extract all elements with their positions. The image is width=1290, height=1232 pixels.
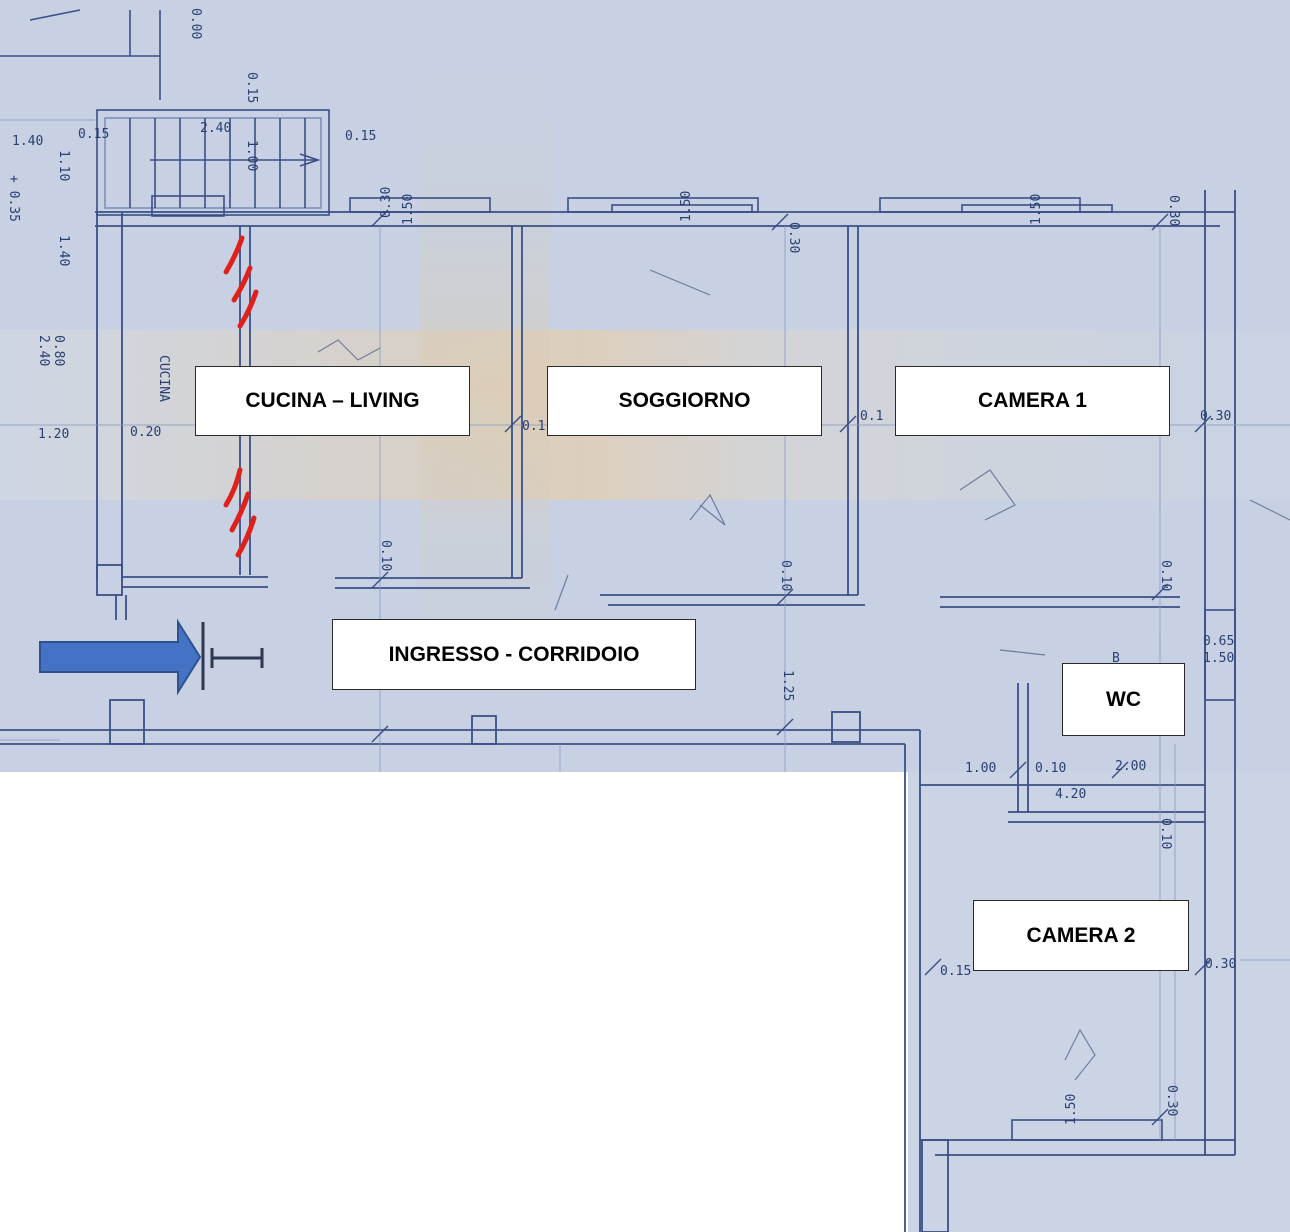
- dim-label: 4.20: [1055, 787, 1086, 802]
- pencil-scribbles: [317, 269, 1290, 1081]
- dimension-labels: 1.40 0.15 2.40 0.15 1.20 0.20 0.1 0.1 0.…: [12, 121, 1236, 979]
- dim-label: 1.00: [965, 761, 996, 776]
- door-symbol-icon: [201, 622, 264, 690]
- dim-label: 1.50: [1064, 1094, 1079, 1125]
- room-label-wc: WC: [1062, 663, 1185, 736]
- staircase: [0, 9, 330, 217]
- dim-label: 0.15: [940, 964, 971, 979]
- dim-label: 0.30: [379, 187, 394, 218]
- dim-label: 0.1: [522, 419, 545, 434]
- dim-label: 0.15: [78, 127, 109, 142]
- dim-label: 0.30: [1200, 409, 1231, 424]
- dim-label: 2.00: [1115, 759, 1146, 774]
- windows: [349, 197, 1236, 1141]
- dimension-ticks: [231, 209, 1212, 1126]
- dim-label: 2.40: [36, 335, 51, 366]
- dimension-labels-vertical: 1.10 1.00 0.15 1.40 0.30 1.50 1.50 0.30 …: [6, 8, 1181, 1125]
- room-label-camera-1: CAMERA 1: [895, 366, 1170, 436]
- dim-label: 1.10: [56, 150, 71, 181]
- room-label-cucina-living: CUCINA – LIVING: [195, 366, 470, 436]
- cucina-handwritten: CUCINA: [156, 355, 171, 402]
- dim-label: 0.10: [378, 540, 393, 571]
- dim-label: 0.30: [1166, 195, 1181, 226]
- dim-label: 0.10: [1158, 818, 1173, 849]
- dim-label: 0.80: [51, 335, 66, 366]
- dim-label: 0.10: [1158, 560, 1173, 591]
- dim-label: 0.10: [778, 560, 793, 591]
- dim-label: 1.50: [1029, 194, 1044, 225]
- level-plus: + 0.35: [6, 175, 21, 222]
- dim-label: 0.30: [1205, 957, 1236, 972]
- dim-label: 1.25: [780, 670, 795, 701]
- dim-label: 2.40: [200, 121, 231, 136]
- dim-label: 1.40: [12, 134, 43, 149]
- dim-label: 0.15: [244, 72, 259, 103]
- dim-label: 0.15: [345, 129, 376, 144]
- dim-label: 0.65: [1203, 634, 1234, 649]
- room-label-ingresso-corridoio: INGRESSO - CORRIDOIO: [332, 619, 696, 690]
- arrow-right-icon: [39, 618, 202, 696]
- room-label-soggiorno: SOGGIORNO: [547, 366, 822, 436]
- dim-label: 1.50: [1203, 651, 1234, 666]
- dim-label: 1.50: [401, 194, 416, 225]
- dim-label: 1.50: [679, 191, 694, 222]
- dim-label: 1.40: [56, 235, 71, 266]
- room-label-camera-2: CAMERA 2: [973, 900, 1189, 971]
- red-demolition-marks: [223, 235, 259, 558]
- dim-label: 0.30: [786, 222, 801, 253]
- level-zero: 0.00: [188, 8, 203, 39]
- dim-label: 0.1: [860, 409, 883, 424]
- dim-label: 1.20: [38, 427, 69, 442]
- interior-walls: [96, 226, 1205, 1232]
- dim-label: 0.30: [1164, 1085, 1179, 1116]
- dim-label: 1.00: [244, 140, 259, 171]
- dim-label: 0.20: [130, 425, 161, 440]
- b-mark: B: [1112, 651, 1120, 666]
- dim-label: 0.10: [1035, 761, 1066, 776]
